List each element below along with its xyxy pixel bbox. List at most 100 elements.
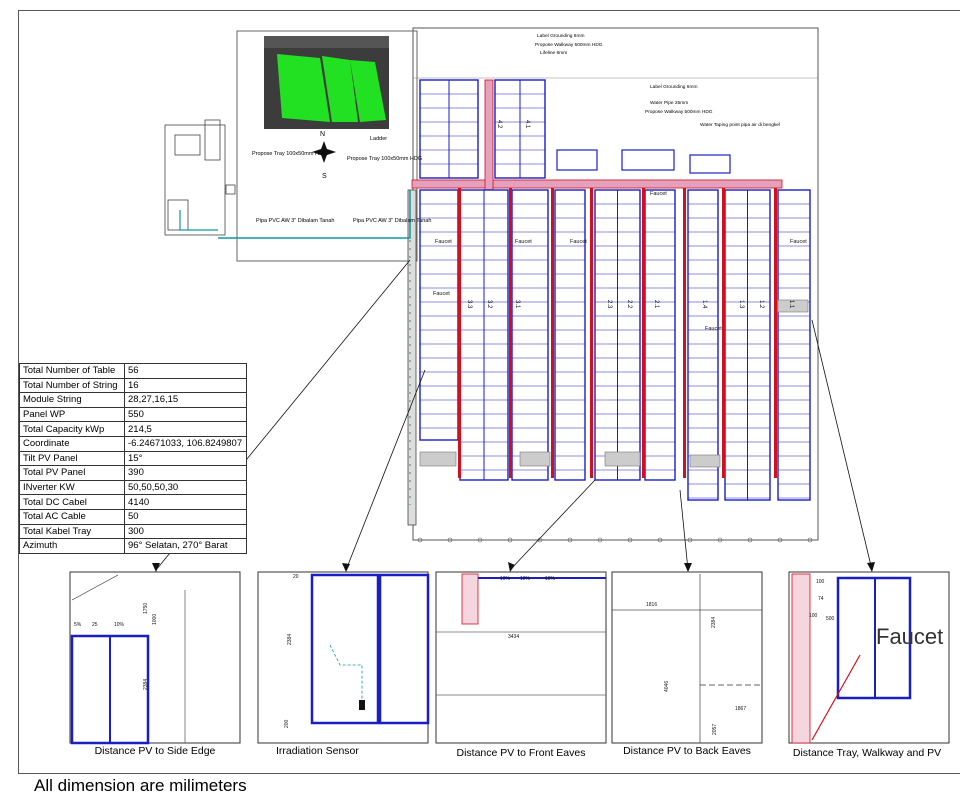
spec-label: Module String: [19, 392, 125, 408]
walkway-strip: [551, 188, 554, 478]
detail-frame: [611, 571, 763, 744]
detail-pv-panel: [378, 573, 430, 725]
spec-value: 50: [124, 508, 247, 525]
faucet-tag: Faucet: [650, 191, 667, 197]
tray-label-1: Propose Tray 100x50mm HDG: [252, 151, 327, 157]
skylight-hatch: [689, 454, 721, 468]
detail-frame: [69, 571, 241, 744]
faucet-tag: Faucet: [435, 239, 452, 245]
string-label: 2.3: [606, 300, 612, 309]
grid-marker: [447, 537, 453, 543]
spec-value: 390: [124, 465, 247, 481]
pv-array-small: [556, 149, 598, 171]
grid-marker: [657, 537, 663, 543]
spec-label: Total Number of Table: [19, 363, 125, 379]
detail-dimension: 2384: [711, 617, 717, 628]
walkway-horizontal: [411, 179, 783, 189]
detail-dimension: 1867: [735, 706, 746, 712]
detail-leader: [71, 574, 119, 601]
annotation-5: Water Pipe 25mm: [650, 100, 688, 106]
spec-label: Tilt PV Panel: [19, 450, 125, 467]
detail-dimension: 5%: [74, 622, 82, 628]
caption-side-edge: Distance PV to Side Edge: [94, 745, 216, 757]
walkway-vertical-a: [484, 79, 494, 191]
faucet-tag: Faucet: [515, 239, 532, 245]
caption-front-eaves: Distance PV to Front Eaves: [456, 747, 586, 759]
skylight-hatch: [419, 451, 457, 467]
pv-array-small: [621, 149, 675, 171]
walkway-strip: [509, 188, 512, 478]
detail-dimension: 10%: [500, 576, 511, 582]
grid-marker: [417, 537, 423, 543]
grid-marker: [597, 537, 603, 543]
pv-array-block: [511, 189, 549, 481]
spec-value: 28,27,16,15: [124, 392, 247, 408]
spec-value: 16: [124, 377, 247, 394]
string-label: 3.3: [466, 300, 472, 309]
faucet-tag: Faucet: [570, 239, 587, 245]
grid-marker: [567, 537, 573, 543]
site-photo: [264, 36, 389, 129]
spec-value: 550: [124, 406, 247, 423]
spec-label: Total Capacity kWp: [19, 421, 125, 437]
spec-value: 50,50,50,30: [124, 479, 247, 496]
string-label: 3.1: [514, 300, 520, 309]
skylight-hatch: [519, 451, 551, 467]
parapet-wall: [236, 30, 418, 262]
detail-dimension: 3434: [508, 634, 519, 640]
string-label: 4.2: [496, 120, 502, 129]
spec-value: 300: [124, 523, 247, 540]
grid-marker: [807, 537, 813, 543]
detail-dimension: 74: [818, 596, 824, 602]
pipe-label-1: Pipa PVC AW 3" Dibalam Tanah: [256, 218, 334, 224]
detail-dimension: 2384: [143, 679, 149, 690]
detail-walkway: [461, 573, 479, 625]
spec-value: -6.24671033, 106.8249807: [124, 435, 247, 452]
pv-array-block: [419, 189, 459, 441]
string-label: 4.1: [524, 120, 530, 129]
walkway-strip: [683, 188, 686, 478]
spec-value: 15°: [124, 450, 247, 467]
caption-irradiation: Irradiation Sensor: [276, 745, 359, 757]
detail-dimension: 2384: [287, 634, 293, 645]
spec-value: 4140: [124, 494, 247, 510]
detail-frame: [435, 571, 607, 744]
pipe-label-2: Pipa PVC AW 3" Dibalam Tanah: [353, 218, 431, 224]
spec-value: 214,5: [124, 421, 247, 437]
ladder-label: Ladder: [370, 136, 387, 142]
spec-label: Panel WP: [19, 406, 125, 423]
skylight-hatch: [604, 451, 641, 467]
dimension-footnote: All dimension are milimeters: [34, 776, 247, 795]
pv-array-block: [644, 189, 676, 481]
water-pipe-branch: [179, 210, 218, 231]
faucet-tag: Faucet: [433, 291, 450, 297]
grid-marker: [627, 537, 633, 543]
caption-tray-walkway: Distance Tray, Walkway and PV: [792, 747, 942, 759]
string-label: 2.1: [653, 300, 659, 309]
walkway-strip: [722, 188, 725, 478]
compass-north-label: N: [320, 131, 325, 138]
detail-dimension: 10%: [114, 622, 125, 628]
spec-label: Total Kabel Tray: [19, 523, 125, 540]
string-label: 1.4: [701, 300, 707, 309]
walkway-strip: [774, 188, 777, 478]
detail-pv-panel: [310, 573, 380, 725]
detail-dimension: 100: [816, 579, 825, 585]
string-label: 1.1: [788, 300, 794, 309]
spec-value: 56: [124, 363, 247, 379]
faucet-tag: Faucet: [790, 239, 807, 245]
detail-dimension: 25: [92, 622, 98, 628]
detail-frame: [788, 571, 950, 744]
walkway-strip: [458, 188, 461, 478]
